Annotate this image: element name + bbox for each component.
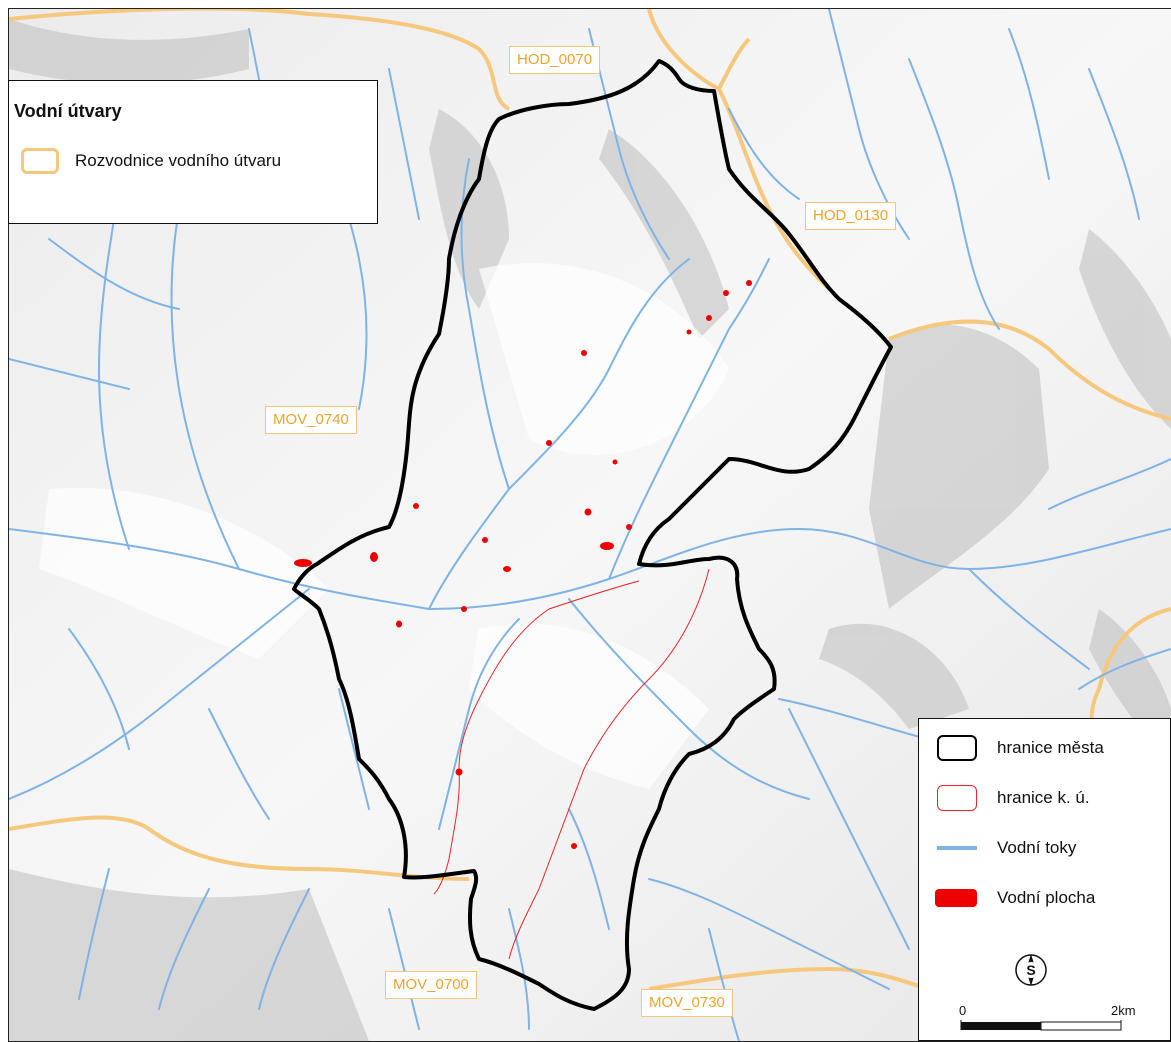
- water-body-label: HOD_0070: [509, 46, 601, 74]
- red-fill-symbol: [935, 889, 977, 907]
- scale-end-label: 2km: [1111, 1003, 1136, 1018]
- water-body-label: HOD_0130: [805, 202, 897, 230]
- water-body-label: MOV_0740: [265, 406, 357, 434]
- scale-start-label: 0: [959, 1003, 967, 1018]
- hillshade-highlights: [39, 263, 729, 789]
- legend-item-label: Rozvodnice vodního útvaru: [75, 151, 282, 170]
- legend-item-cadastral-boundary: hranice k. ú.: [919, 781, 1171, 815]
- legend-title: Vodní útvary: [14, 101, 122, 121]
- legend-item-streams: Vodní toky: [919, 831, 1171, 865]
- scale-bar: 0 2km: [951, 1003, 1151, 1037]
- scale-bar-graphic: [960, 1020, 1122, 1031]
- legend-item-label: Vodní plocha: [997, 888, 1096, 907]
- legend-item-label: hranice města: [997, 738, 1104, 757]
- red-outline-symbol: [937, 785, 977, 811]
- legend-water-bodies: Vodní útvary Rozvodnice vodního útvaru: [8, 80, 378, 224]
- legend-item-label: hranice k. ú.: [997, 788, 1090, 807]
- legend-item-label: Vodní toky: [997, 838, 1077, 857]
- black-outline-symbol: [937, 735, 977, 761]
- water-body-label: MOV_0730: [641, 989, 733, 1017]
- legend-item-city-boundary: hranice města: [919, 731, 1171, 765]
- blue-line-symbol: [937, 846, 977, 850]
- cadastral-boundaries: [433, 568, 710, 960]
- legend-features: hranice města hranice k. ú. Vodní toky V…: [918, 718, 1171, 1041]
- legend-item-water-area: Vodní plocha: [919, 881, 1171, 915]
- north-arrow-icon: S: [1015, 954, 1047, 986]
- north-letter: S: [1026, 962, 1035, 978]
- city-boundary: [292, 59, 893, 1011]
- watershed-divide-symbol: [21, 148, 59, 174]
- water-body-label: MOV_0700: [385, 971, 477, 999]
- water-areas: [294, 280, 752, 849]
- watershed-divides: [9, 9, 1171, 991]
